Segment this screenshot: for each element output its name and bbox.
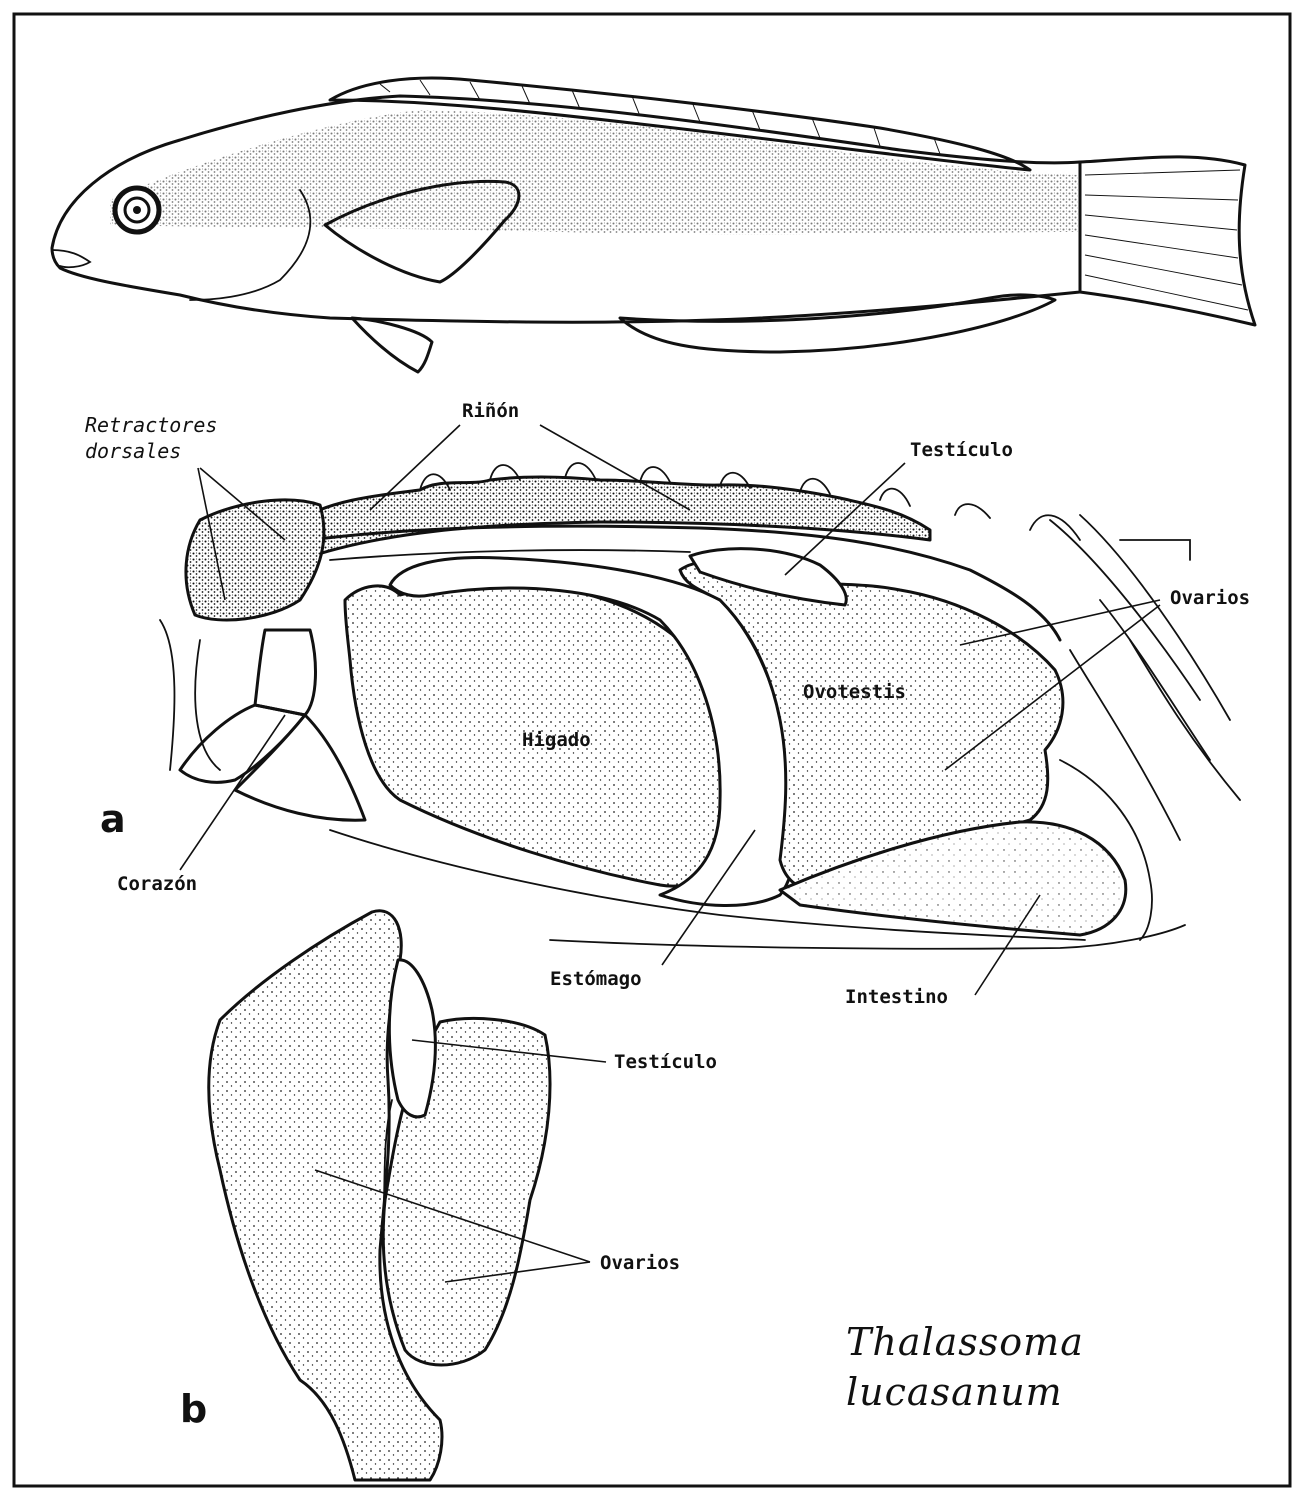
species-genus: Thalassoma <box>846 1320 1084 1364</box>
label-ovarios-a: Ovarios <box>1170 587 1250 609</box>
label-testiculo-b: Testículo <box>614 1051 717 1073</box>
label-retractores-1: Retractores <box>85 413 217 437</box>
label-estomago: Estómago <box>550 968 642 990</box>
label-ovarios-b: Ovarios <box>600 1252 680 1274</box>
label-testiculo-a: Testículo <box>910 439 1013 461</box>
panel-b-label: b <box>180 1387 207 1431</box>
label-rinon: Riñón <box>462 400 519 422</box>
species-epithet: lucasanum <box>846 1370 1063 1414</box>
label-retractores-2: dorsales <box>85 439 181 463</box>
label-intestino: Intestino <box>845 986 948 1008</box>
label-ovotestis: Ovotestis <box>803 681 906 703</box>
panel-a-label: a <box>100 797 126 841</box>
label-higado: Higado <box>522 729 591 751</box>
label-corazon: Corazón <box>117 873 197 895</box>
